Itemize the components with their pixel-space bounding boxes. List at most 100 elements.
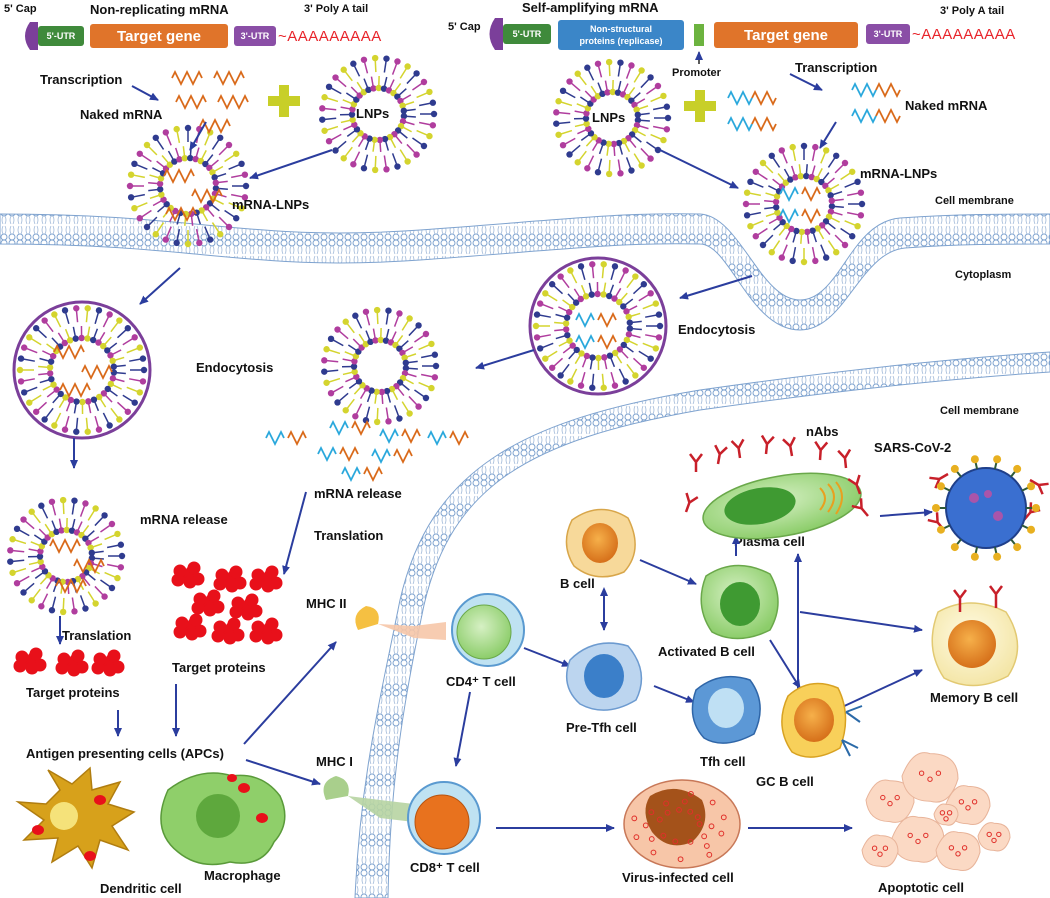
nab-2 <box>730 438 745 459</box>
apoptotic-dot <box>965 805 971 811</box>
arrow-apc-to-mhc1 <box>245 759 321 786</box>
mrna-lnps-right-label: mRNA-LNPs <box>860 166 937 181</box>
cd8-label: CD8⁺ T cell <box>410 860 480 875</box>
plasma-cell <box>702 472 862 540</box>
endo-cargo-right-o1 <box>597 333 617 351</box>
target-protein-right-4 <box>229 593 263 621</box>
right-nsp-line2: proteins (replicase) <box>579 36 662 46</box>
virion-dot-1 <box>660 832 667 839</box>
mrna-lnp-left <box>126 124 250 248</box>
apoptotic-dot <box>946 810 953 816</box>
apoptotic-dot <box>871 845 878 851</box>
right-construct-title: Self-amplifying mRNA <box>522 0 659 15</box>
right-gene-label: Target gene <box>744 27 828 44</box>
endosome-right <box>528 256 668 396</box>
left-utr3-box <box>234 26 276 46</box>
virion-dot-9 <box>633 834 640 841</box>
left-polyA: ~AAAAAAAAA <box>278 28 382 45</box>
target-proteins-left-label: Target proteins <box>26 685 120 700</box>
released-mrna-right-o3 <box>339 445 359 463</box>
left-utr3-label: 3'-UTR <box>241 31 270 41</box>
nab-3 <box>760 434 775 455</box>
target-protein-right-0 <box>171 561 205 589</box>
virion-dot-21 <box>708 823 715 830</box>
spike-head-6 <box>936 525 945 534</box>
endo-cargo-right-o0 <box>597 311 617 329</box>
virion-dot-13 <box>720 814 727 821</box>
lnp-cargo-right-o1 <box>801 207 821 225</box>
virion-dot-5 <box>694 814 701 821</box>
released-mrna-right-c4 <box>371 447 391 465</box>
virion-dot-18 <box>709 799 716 806</box>
promoter-box <box>694 24 704 46</box>
nab-6 <box>837 448 852 469</box>
naked-mrna-left-1 <box>213 69 245 87</box>
dendritic-cell-label: Dendritic cell <box>100 881 182 896</box>
release-left <box>7 496 126 616</box>
target-protein-left-2 <box>91 649 125 677</box>
endo-cargo-left-2 <box>59 381 91 399</box>
spike-head-2 <box>1013 543 1022 552</box>
apoptotic-dot <box>927 776 933 782</box>
apoptotic-dot <box>958 799 965 805</box>
virion-dot-15 <box>676 806 682 813</box>
inner-cell-membrane <box>354 351 1050 898</box>
release-cargo-left-0 <box>49 537 81 555</box>
right-cap-shape <box>489 18 503 50</box>
right-tail-label: 3' Poly A tail <box>940 5 1004 17</box>
release-cargo-left-2 <box>55 577 87 595</box>
naked-mrna-left-0 <box>171 69 203 87</box>
nab-5 <box>814 440 829 461</box>
apoptotic-dot <box>918 770 925 776</box>
promoter-label: Promoter <box>672 67 722 79</box>
released-mrna-right-c0 <box>265 429 285 447</box>
released-mrna-right-c5 <box>427 429 447 447</box>
left-tail-label: 3' Poly A tail <box>304 3 368 15</box>
right-utr5-label: 5'-UTR <box>513 29 542 39</box>
arrow-gc-to-memory <box>839 669 923 709</box>
bound-nab-2 <box>929 472 949 489</box>
virion-dot-0 <box>696 821 703 827</box>
spike-head-11 <box>993 455 1002 464</box>
endo-cargo-right-c0 <box>575 311 595 329</box>
spike-head-5 <box>950 543 959 552</box>
endo-cargo-right-c1 <box>575 333 595 351</box>
arrow-to-endocytosis-right <box>679 275 753 300</box>
apoptotic-dot <box>991 837 997 844</box>
spike-head-4 <box>970 552 979 561</box>
arrow-lnps-to-mrnalnps-left <box>249 149 333 180</box>
released-mrna-right-o0 <box>287 429 307 447</box>
virion-dot-23 <box>688 790 694 797</box>
virion-dot-17 <box>642 822 649 829</box>
virion-dot-20 <box>664 809 671 816</box>
memory-b-cell <box>931 585 1019 687</box>
endocytosis-right-label: Endocytosis <box>678 322 755 337</box>
left-gene-label: Target gene <box>117 28 201 45</box>
virion-dot-14 <box>650 849 657 856</box>
released-mrna-right-o2 <box>401 427 421 445</box>
memory-b-label: Memory B cell <box>930 690 1018 705</box>
released-mrna-right-o5 <box>449 429 469 447</box>
lnp-right <box>553 58 672 178</box>
spike-head-1 <box>1027 525 1036 534</box>
apoptotic-fragment-4 <box>935 831 981 871</box>
right-gene-box <box>714 22 858 48</box>
nab-0 <box>689 453 703 472</box>
apoptotic-dot <box>986 831 992 838</box>
right-utr5-box <box>503 24 551 44</box>
right-utr3-label: 3'-UTR <box>874 29 903 39</box>
naked-mrna-right-o3 <box>875 107 901 125</box>
virion-dot-6 <box>672 838 679 845</box>
virion-dot-4 <box>631 815 638 822</box>
translation-left-label: Translation <box>62 628 131 643</box>
arrow-transcription-right <box>789 73 823 91</box>
tfh-cell <box>691 675 761 744</box>
nabs-label: nAbs <box>806 424 839 439</box>
apoptotic-dot <box>943 816 949 822</box>
apoptotic-cell <box>861 752 1011 871</box>
apoptotic-dot <box>939 810 946 816</box>
arrow-cd4-to-cd8 <box>453 691 471 767</box>
b-cell-label: B cell <box>560 576 595 591</box>
arrow-naked-to-mrnalnps-left <box>189 121 207 151</box>
nab-9 <box>851 498 869 517</box>
